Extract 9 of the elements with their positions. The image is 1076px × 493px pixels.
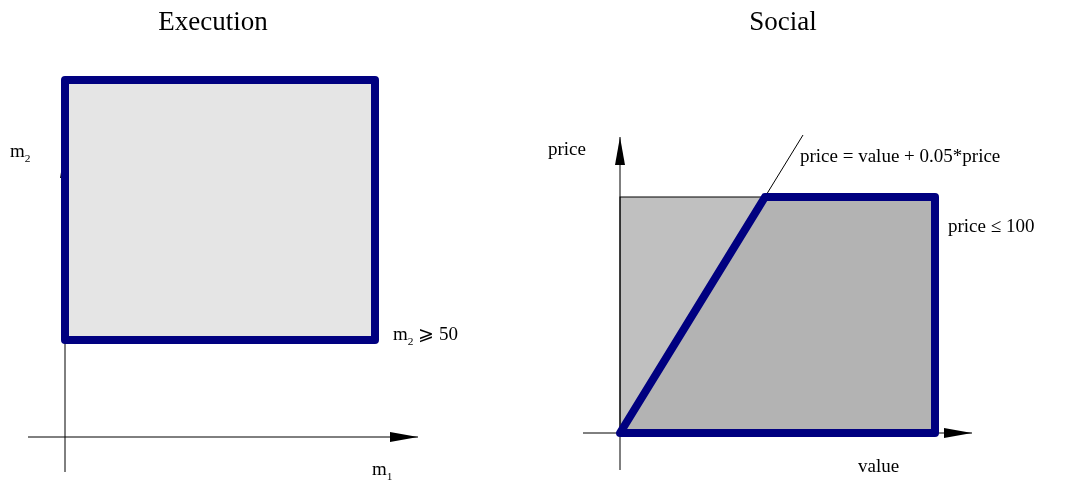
- axis-label: value: [858, 455, 900, 478]
- panel-title: Social: [749, 5, 817, 38]
- panel-title: Execution: [158, 5, 268, 38]
- axis-label: m$_{2}$: [10, 140, 31, 166]
- axis-label: price: [548, 138, 586, 161]
- equation-label: price = value + 0.05*price: [800, 145, 1001, 168]
- axis-label: m$_{1}$: [372, 458, 393, 484]
- constraint-label: price ≤ 100: [948, 215, 1035, 238]
- constraint-label: m$_{2}$ ⩾ 50: [393, 323, 458, 349]
